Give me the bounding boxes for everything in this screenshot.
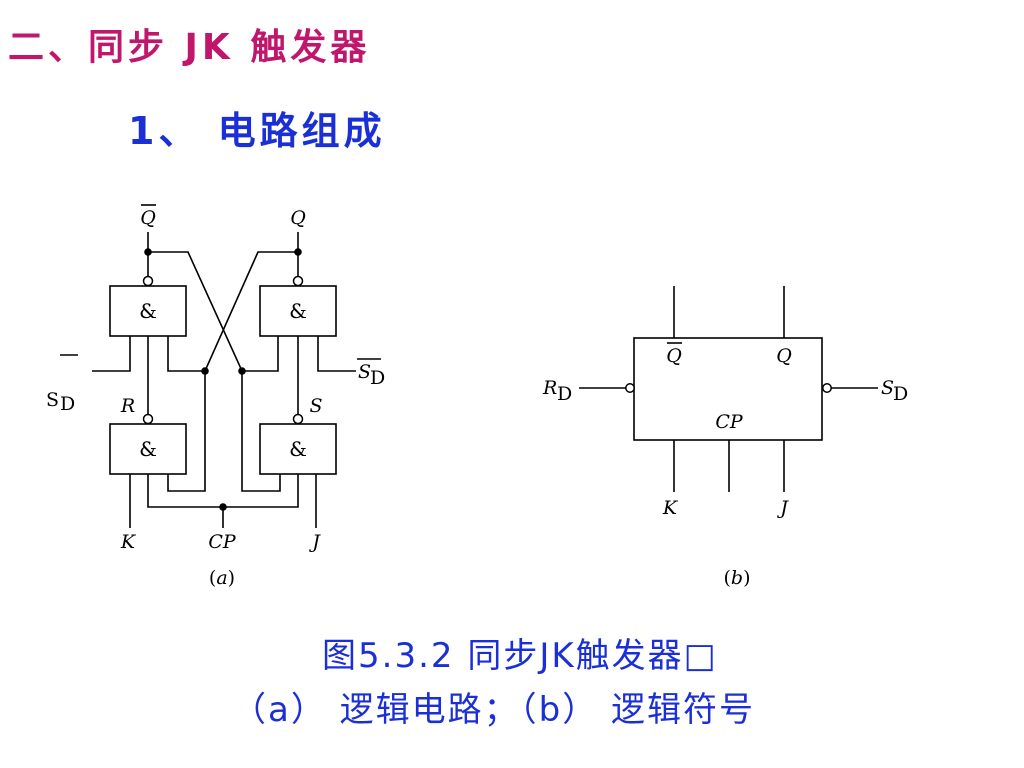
symbol-rd-subscript: D <box>557 383 572 405</box>
symbol-sd-bubble <box>822 383 832 393</box>
symbol-k-label: K <box>662 497 679 519</box>
q-bar-to-g4-wire <box>241 371 281 492</box>
cp-junction <box>219 503 227 511</box>
diagram-b-label: (b) <box>723 567 750 589</box>
symbol-sd-subscript: D <box>893 383 908 405</box>
sd-bar-label: S <box>358 361 371 383</box>
symbol-rd-label: R <box>542 377 557 399</box>
gate-g1-symbol: & <box>139 299 157 323</box>
symbol-sd-label: S <box>881 377 894 399</box>
logic-circuit: & & & & Q Q <box>46 204 385 589</box>
gate-g2 <box>259 285 337 337</box>
sd-left-subscript: D <box>60 393 75 415</box>
gate-g2-symbol: & <box>289 299 307 323</box>
symbol-j-label: J <box>776 497 789 519</box>
symbol-cp-label: CP <box>715 411 744 433</box>
cp-label: CP <box>208 531 237 553</box>
r-label: R <box>120 395 135 417</box>
section-title: 二、同步 JK 触发器 <box>8 27 371 68</box>
q-to-g3-wire <box>167 371 206 492</box>
symbol-q-label: Q <box>776 345 792 367</box>
sd-left-label: S <box>46 389 59 411</box>
j-label: J <box>308 531 321 553</box>
s-label: S <box>309 395 322 417</box>
gate-g3 <box>109 423 187 475</box>
k-label: K <box>120 531 137 553</box>
g1-inverter-bubble <box>142 275 154 287</box>
g3-inverter-bubble <box>142 413 154 425</box>
gate-g4-symbol: & <box>289 437 307 461</box>
diagram-a-label: (a) <box>209 567 235 589</box>
symbol-rd-bubble <box>625 383 635 393</box>
sd-bar-subscript: D <box>370 367 385 389</box>
figure-caption-title: 图5.3.2 同步JK触发器□ <box>322 636 718 676</box>
symbol-box <box>633 337 823 441</box>
q-bar-label: Q <box>140 207 156 229</box>
sd-right-wire <box>317 336 356 372</box>
figure-caption-subtitle: （a） 逻辑电路；（b） 逻辑符号 <box>232 690 756 730</box>
logic-symbol: Q Q CP R D S D K J (b) <box>542 286 908 589</box>
g4-inverter-bubble <box>292 413 304 425</box>
gate-g3-symbol: & <box>139 437 157 461</box>
g2-inverter-bubble <box>292 275 304 287</box>
sd-left-wire <box>92 336 131 372</box>
subsection-title: 1、 电路组成 <box>128 109 386 153</box>
q-label: Q <box>290 207 306 229</box>
symbol-q-bar-label: Q <box>666 345 682 367</box>
